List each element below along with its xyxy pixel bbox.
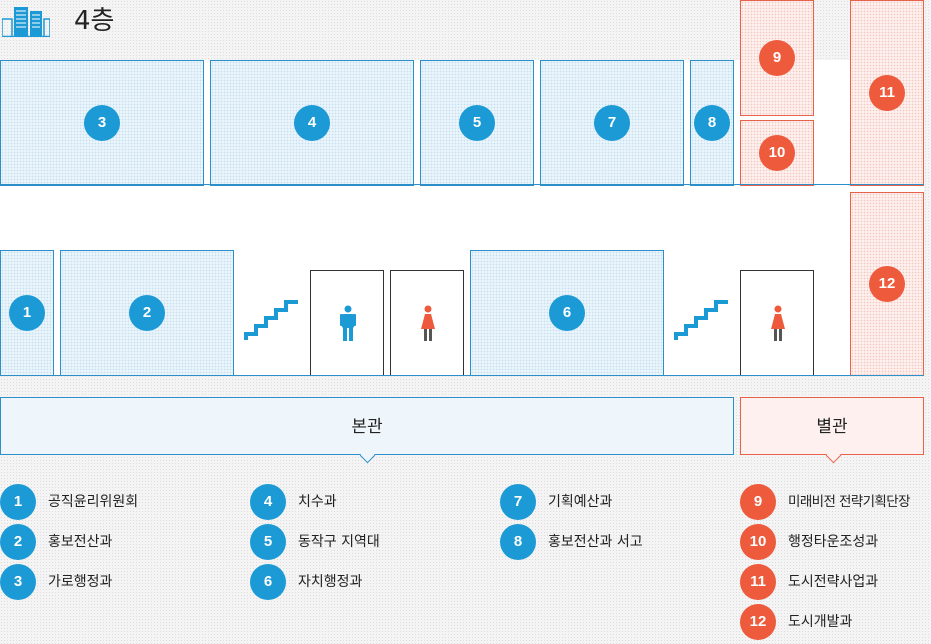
main-building-label[interactable]: 본관 <box>0 397 734 455</box>
legend-item[interactable]: 7 기획예산과 <box>500 484 730 520</box>
legend-badge: 3 <box>0 564 36 600</box>
legend-item[interactable]: 3 가로행정과 <box>0 564 240 600</box>
female-restroom-icon <box>421 305 435 341</box>
legend-badge: 12 <box>740 604 776 640</box>
room-badge: 5 <box>459 105 495 141</box>
legend-label: 도시개발과 <box>788 614 853 630</box>
legend-badge: 4 <box>250 484 286 520</box>
room-badge: 12 <box>869 266 905 302</box>
room-badge: 4 <box>294 105 330 141</box>
stairs-icon <box>674 300 728 340</box>
legend-label: 기획예산과 <box>548 494 613 510</box>
room-1[interactable]: 1 <box>0 250 54 376</box>
room-5[interactable]: 5 <box>420 60 534 186</box>
legend-label: 홍보전산과 서고 <box>548 534 643 550</box>
legend-item[interactable]: 9 미래비전 전략기획단장 <box>740 484 931 520</box>
legend-badge: 1 <box>0 484 36 520</box>
legend-badge: 6 <box>250 564 286 600</box>
male-restroom[interactable] <box>310 270 384 376</box>
legend-item[interactable]: 11 도시전략사업과 <box>740 564 931 600</box>
room-3[interactable]: 3 <box>0 60 204 186</box>
room-11[interactable]: 11 <box>850 0 924 186</box>
legend-label: 가로행정과 <box>48 574 113 590</box>
legend-badge: 11 <box>740 564 776 600</box>
legend-item[interactable]: 6 자치행정과 <box>250 564 490 600</box>
legend-badge: 2 <box>0 524 36 560</box>
legend-item[interactable]: 8 홍보전산과 서고 <box>500 524 730 560</box>
legend-badge: 8 <box>500 524 536 560</box>
legend-label: 행정타운조성과 <box>788 534 879 550</box>
legend-badge: 10 <box>740 524 776 560</box>
room-badge: 8 <box>694 105 730 141</box>
legend-label: 치수과 <box>298 494 337 510</box>
legend-item[interactable]: 5 동작구 지역대 <box>250 524 490 560</box>
room-12[interactable]: 12 <box>850 192 924 376</box>
legend-badge: 7 <box>500 484 536 520</box>
legend-label: 자치행정과 <box>298 574 363 590</box>
room-8[interactable]: 8 <box>690 60 734 186</box>
female-restroom-icon <box>771 305 785 341</box>
floor-header: 4층 <box>0 0 740 40</box>
legend-label: 공직윤리위원회 <box>48 494 139 510</box>
legend-item[interactable]: 12 도시개발과 <box>740 604 931 640</box>
building-icon <box>2 7 50 37</box>
stairs-icon <box>244 300 298 340</box>
annex-building-label[interactable]: 별관 <box>740 397 924 455</box>
room-10[interactable]: 10 <box>740 120 814 186</box>
room-badge: 9 <box>759 40 795 76</box>
room-4[interactable]: 4 <box>210 60 414 186</box>
legend-label: 홍보전산과 <box>48 534 113 550</box>
room-badge: 10 <box>759 135 795 171</box>
room-6[interactable]: 6 <box>470 250 664 376</box>
room-badge: 3 <box>84 105 120 141</box>
legend-badge: 5 <box>250 524 286 560</box>
room-badge: 1 <box>9 295 45 331</box>
legend-label: 미래비전 전략기획단장 <box>788 494 911 510</box>
legend-item[interactable]: 10 행정타운조성과 <box>740 524 931 560</box>
male-restroom-icon <box>340 305 356 341</box>
legend-item[interactable]: 2 홍보전산과 <box>0 524 240 560</box>
legend-label: 도시전략사업과 <box>788 574 879 590</box>
female-restroom-annex[interactable] <box>740 270 814 376</box>
room-badge: 11 <box>869 75 905 111</box>
room-2[interactable]: 2 <box>60 250 234 376</box>
room-7[interactable]: 7 <box>540 60 684 186</box>
legend-badge: 9 <box>740 484 776 520</box>
legend-item[interactable]: 1 공직윤리위원회 <box>0 484 240 520</box>
room-badge: 2 <box>129 295 165 331</box>
room-badge: 6 <box>549 295 585 331</box>
room-badge: 7 <box>594 105 630 141</box>
legend-label: 동작구 지역대 <box>298 534 380 550</box>
female-restroom[interactable] <box>390 270 464 376</box>
room-9[interactable]: 9 <box>740 0 814 116</box>
legend-item[interactable]: 4 치수과 <box>250 484 490 520</box>
floor-title: 4층 <box>74 6 115 36</box>
